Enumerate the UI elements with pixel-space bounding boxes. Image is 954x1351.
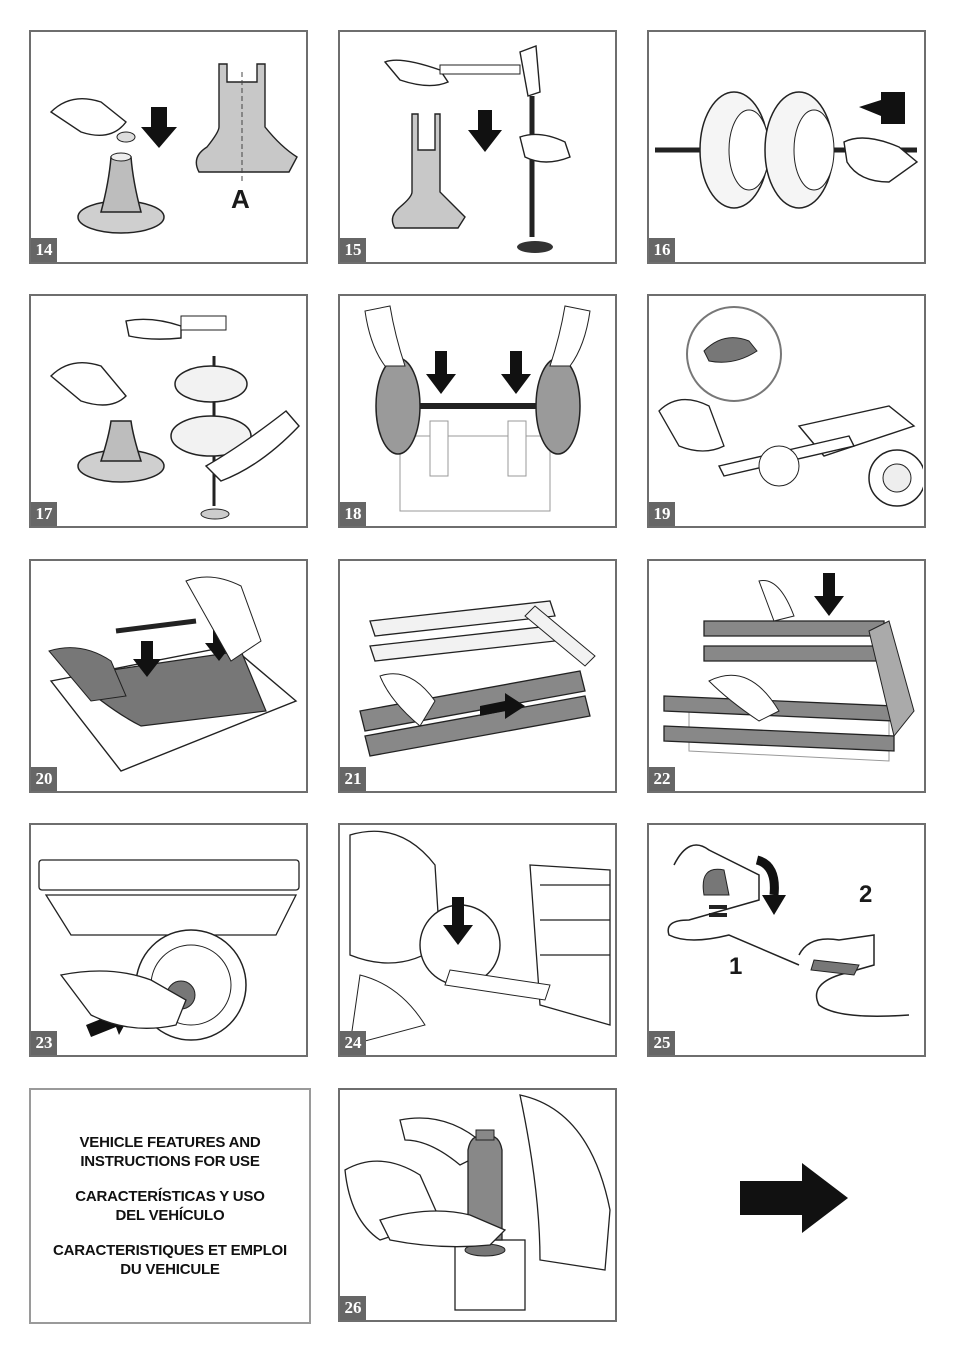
down-arrow-icon	[133, 641, 161, 677]
down-arrow-icon	[443, 897, 473, 945]
hammer-axle-illustration	[383, 45, 571, 253]
hubcap-cap-illustration	[49, 63, 298, 234]
step-number-21: 21	[340, 767, 366, 791]
step-18-panel: 18	[338, 294, 617, 528]
step-16-panel: 16	[647, 30, 926, 264]
lock-pin-positions-illustration	[667, 844, 910, 1017]
step-24-panel: 24	[338, 823, 617, 1057]
fit-axle-to-trailer-illustration	[364, 305, 591, 512]
step-23-panel: 23	[29, 823, 308, 1057]
step-15-panel: 15	[338, 30, 617, 264]
down-arrow-icon	[468, 110, 502, 152]
step-20-panel: 20	[29, 559, 308, 793]
step-number-15: 15	[340, 238, 366, 262]
position-2-label: 2	[859, 881, 873, 908]
step-21-panel: 21	[338, 559, 617, 793]
step-number-18: 18	[340, 502, 366, 526]
part-a-label: A	[231, 184, 250, 214]
step-17-panel: 17	[29, 294, 308, 528]
step-number-23: 23	[31, 1031, 57, 1055]
step-number-24: 24	[340, 1031, 366, 1055]
section-heading-panel: VEHICLE FEATURES AND INSTRUCTIONS FOR US…	[29, 1088, 311, 1324]
section-title-french: CARACTERISTIQUES ET EMPLOI DU VEHICULE	[53, 1242, 287, 1278]
left-arrow-icon	[859, 92, 905, 124]
step-number-22: 22	[649, 767, 675, 791]
rotate-arrow-icon	[762, 895, 786, 915]
down-arrow-icon	[814, 573, 844, 616]
side-rail-assembly-illustration	[359, 600, 596, 757]
step-number-16: 16	[649, 238, 675, 262]
step-26-panel: 26	[338, 1088, 617, 1322]
step-19-panel: 19	[647, 294, 926, 528]
hitch-connection-illustration	[349, 830, 611, 1046]
wheels-on-axle-illustration	[655, 91, 919, 209]
step-number-19: 19	[649, 502, 675, 526]
down-arrow-icon	[141, 107, 177, 148]
hub-wheels-hammer-illustration	[49, 315, 300, 520]
down-arrow-icon	[426, 351, 456, 394]
step-number-17: 17	[31, 502, 57, 526]
step-14-panel: A 14	[29, 30, 308, 264]
step-number-20: 20	[31, 767, 57, 791]
position-1-label: 1	[729, 953, 743, 980]
hubcap-fitting-illustration	[38, 859, 300, 1041]
right-arrow-icon	[740, 1163, 848, 1233]
step-number-25: 25	[649, 1031, 675, 1055]
mount-chassis-illustration	[48, 576, 298, 772]
step-number-14: 14	[31, 238, 57, 262]
step-25-panel: 1 2 25	[647, 823, 926, 1057]
fill-reservoir-illustration	[344, 1094, 611, 1311]
rail-press-down-illustration	[663, 573, 915, 762]
section-title-spanish: CARACTERÍSTICAS Y USO DEL VEHÍCULO	[75, 1188, 265, 1224]
down-arrow-icon	[501, 351, 531, 394]
section-title-english: VEHICLE FEATURES AND INSTRUCTIONS FOR US…	[79, 1134, 261, 1170]
step-number-26: 26	[340, 1296, 366, 1320]
drawbar-pin-illustration	[658, 306, 923, 507]
right-arrow-icon	[480, 693, 525, 719]
step-22-panel: 22	[647, 559, 926, 793]
